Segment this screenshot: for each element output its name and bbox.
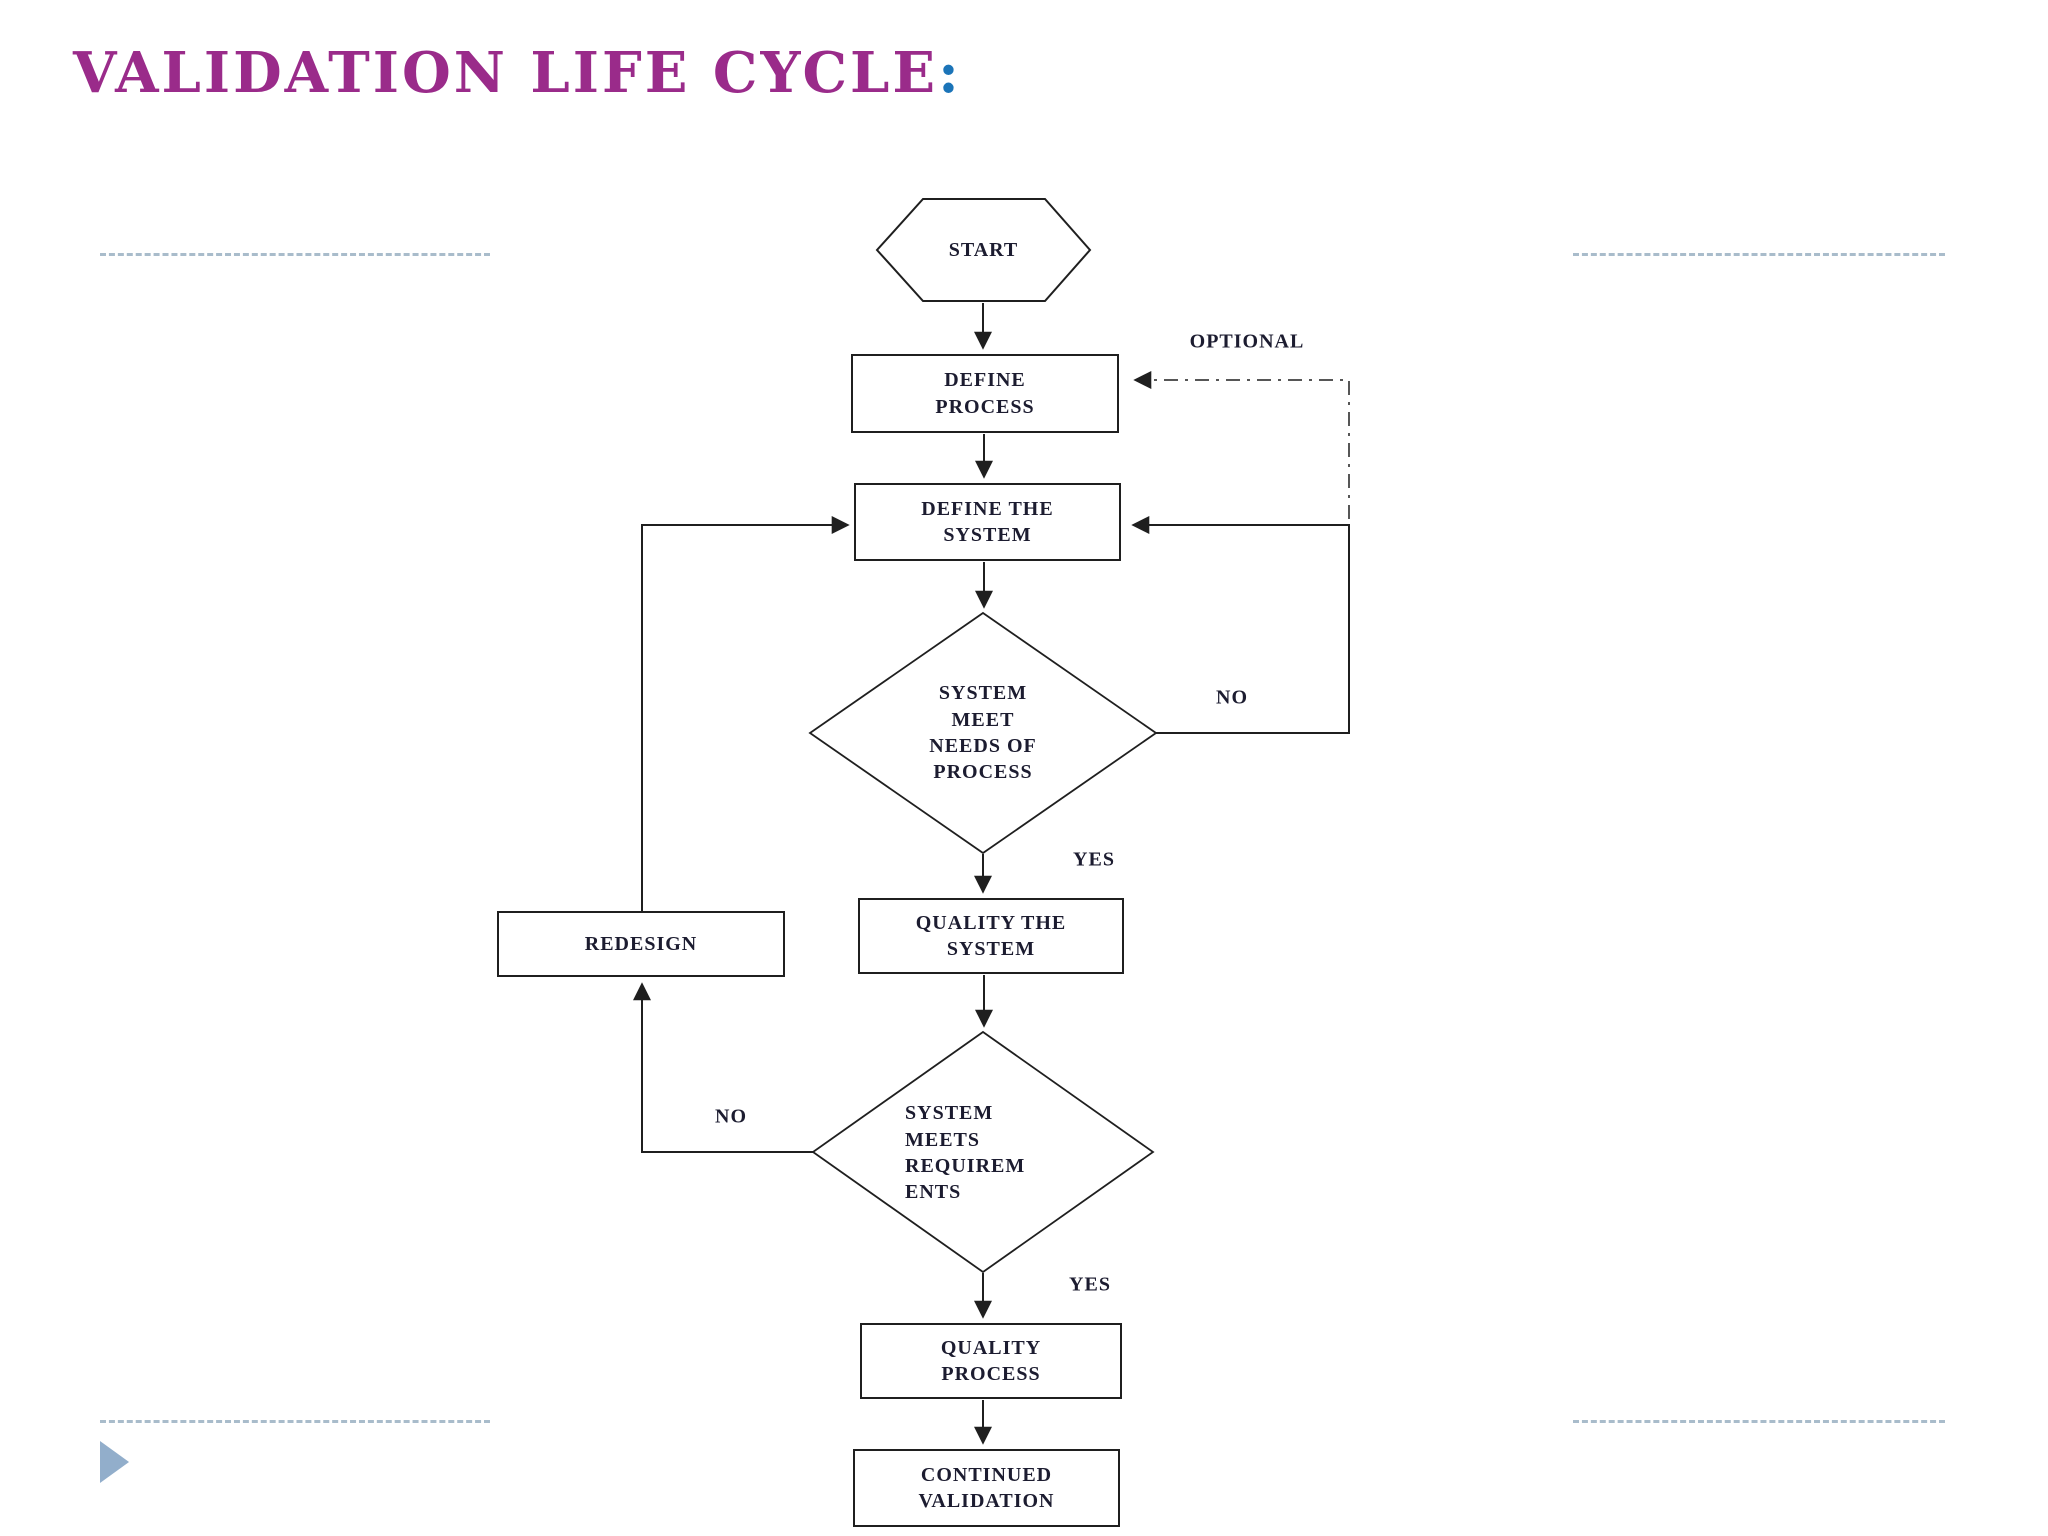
edge-label-yes-top: YES	[1073, 848, 1115, 871]
edge-label-optional: OPTIONAL	[1189, 330, 1305, 353]
node-define-system: DEFINE THE SYSTEM	[854, 483, 1121, 561]
guide-rule-bottom-right	[1573, 1420, 1945, 1423]
edge-label-no-top: NO	[1216, 686, 1248, 709]
edge-label-yes-bottom: YES	[1069, 1273, 1111, 1296]
edge-redesign-to-define-system	[641, 516, 850, 911]
guide-rule-top-right	[1573, 253, 1945, 256]
decision-requirements-diamond-shape	[811, 1030, 1155, 1274]
node-decision-needs-label: SYSTEM MEET NEEDS OF PROCESS	[929, 682, 1037, 784]
page-title-colon: :	[938, 40, 962, 106]
edge-label-no-bottom: NO	[715, 1105, 747, 1128]
guide-rule-top-left	[100, 253, 490, 256]
node-quality-process: QUALITY PROCESS	[860, 1323, 1122, 1399]
node-continued-validation: CONTINUED VALIDATION	[853, 1449, 1120, 1527]
guide-rule-bottom-left	[100, 1420, 490, 1423]
edge-decision-needs-no-loop	[1131, 516, 1350, 734]
node-redesign: REDESIGN	[497, 911, 785, 977]
page-title-text: VALIDATION LIFE CYCLE	[73, 40, 939, 106]
edge-optional-dashdot	[1133, 371, 1350, 519]
slide-nav-arrow-icon	[100, 1441, 129, 1483]
decision-needs-diamond-shape	[808, 611, 1158, 855]
edge-decision-requirements-no-to-redesign	[633, 982, 813, 1153]
node-define-process: DEFINE PROCESS	[851, 354, 1119, 433]
start-hexagon-shape	[875, 198, 1092, 302]
node-quality-system: QUALITY THE SYSTEM	[858, 898, 1124, 974]
node-start: START	[948, 238, 1019, 261]
page-title: VALIDATION LIFE CYCLE:	[73, 40, 962, 106]
node-decision-requirements-label: SYSTEM MEETS REQUIREM ENTS	[905, 1102, 1026, 1204]
